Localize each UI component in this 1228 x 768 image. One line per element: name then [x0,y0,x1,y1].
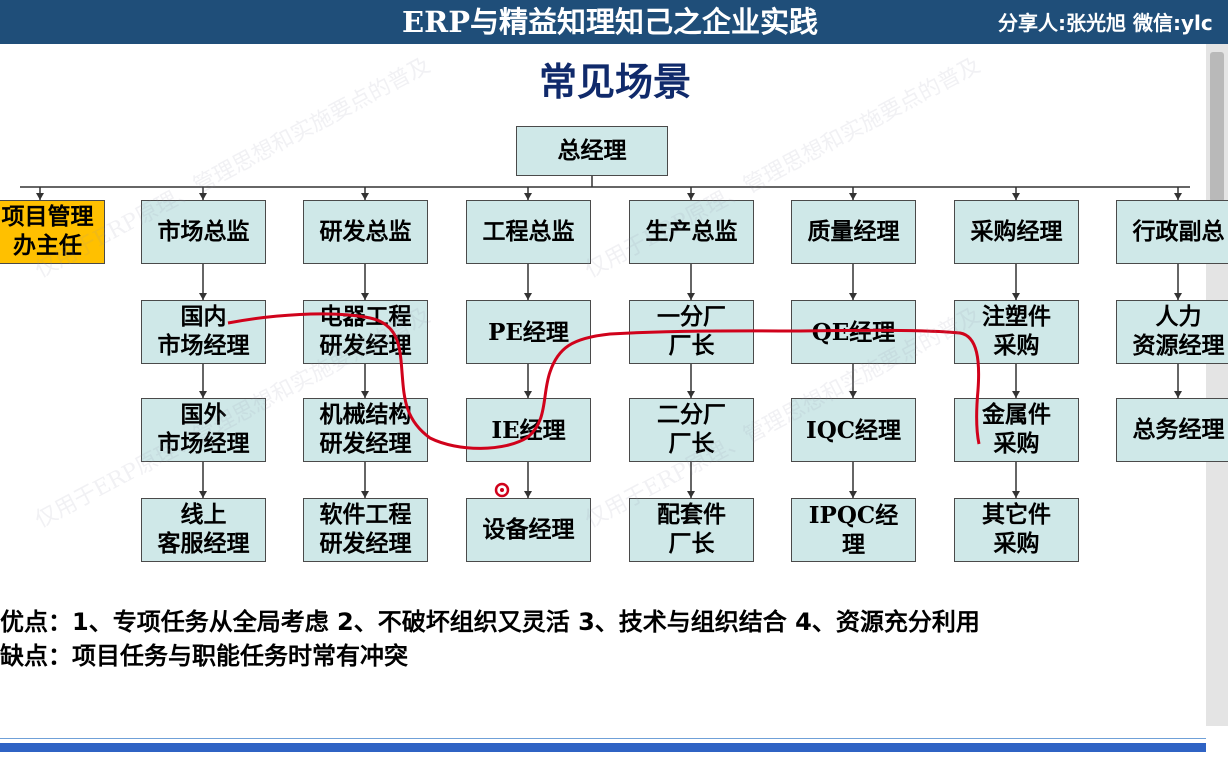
connector-arrow [1012,293,1020,300]
org-node-sub: 人力 资源经理 [1116,300,1228,364]
connector-arrow [1012,491,1020,498]
org-node-head: 市场总监 [141,200,266,264]
slide-title: 常见场景 [538,60,691,104]
connector-arrow [524,193,532,200]
connector-arrow [199,293,207,300]
connector-arrow [524,293,532,300]
pros-text: 优点：1、专项任务从全局考虑 2、不破坏组织又灵活 3、技术与组织结合 4、资源… [0,608,980,636]
org-node-head: 质量经理 [791,200,916,264]
org-node-sub: 线上 客服经理 [141,498,266,562]
connector-arrow [1174,293,1182,300]
presentation-title: ERP与精益知理知己之企业实践 [401,5,818,39]
connector-arrow [1174,391,1182,398]
org-node-sub: 配套件 厂长 [629,498,754,562]
connector-arrow [849,293,857,300]
connector-arrow [849,193,857,200]
connector-arrow [199,391,207,398]
scrollbar-thumb[interactable] [1210,52,1224,202]
org-node-sub: 设备经理 [466,498,591,562]
cursor-marker-icon [494,482,510,498]
connector-arrow [361,193,369,200]
footer-line [0,738,1206,739]
connector-arrow [36,193,44,200]
org-node-head: 研发总监 [303,200,428,264]
org-node-sub: 二分厂 厂长 [629,398,754,462]
org-node-sub: 国外 市场经理 [141,398,266,462]
cons-text: 缺点：项目任务与职能任务时常有冲突 [0,642,408,670]
org-node-project-office: 项目管理 办主任 [0,200,105,264]
org-node-sub: 国内 市场经理 [141,300,266,364]
org-node-sub: 注塑件 采购 [954,300,1079,364]
connector-arrow [524,491,532,498]
connector-arrow [524,391,532,398]
org-node-head: 生产总监 [629,200,754,264]
connector-arrow [687,193,695,200]
org-node-head: 行政副总 [1116,200,1228,264]
org-node-sub: 金属件 采购 [954,398,1079,462]
presenter-info: 分享人:张光旭 微信:ylc [998,11,1213,35]
org-node-sub: 其它件 采购 [954,498,1079,562]
org-node-head: 采购经理 [954,200,1079,264]
connector-arrow [687,491,695,498]
connector-arrow [849,491,857,498]
org-node-sub: IE经理 [466,398,591,462]
connector-arrow [199,491,207,498]
org-node-sub: IPQC经 理 [791,498,916,562]
connector-arrow [849,391,857,398]
connector-arrow [687,391,695,398]
connector-arrow [687,293,695,300]
connector-arrow [361,391,369,398]
connector-arrow [1012,391,1020,398]
connector-arrow [1012,193,1020,200]
org-node-sub: 机械结构 研发经理 [303,398,428,462]
header-bar [0,0,1228,44]
org-node-sub: PE经理 [466,300,591,364]
org-node-sub: 总务经理 [1116,398,1228,462]
cursor-dot-icon [500,488,504,492]
project-flow-annotation-line [227,312,981,450]
org-node-head: 工程总监 [466,200,591,264]
connector-arrow [199,193,207,200]
connector-arrow [361,491,369,498]
org-node-sub: 软件工程 研发经理 [303,498,428,562]
connector-arrow [361,293,369,300]
connector-arrow [1174,193,1182,200]
org-node-root: 总经理 [516,126,668,176]
org-node-sub: IQC经理 [791,398,916,462]
footer-bar [0,743,1206,752]
